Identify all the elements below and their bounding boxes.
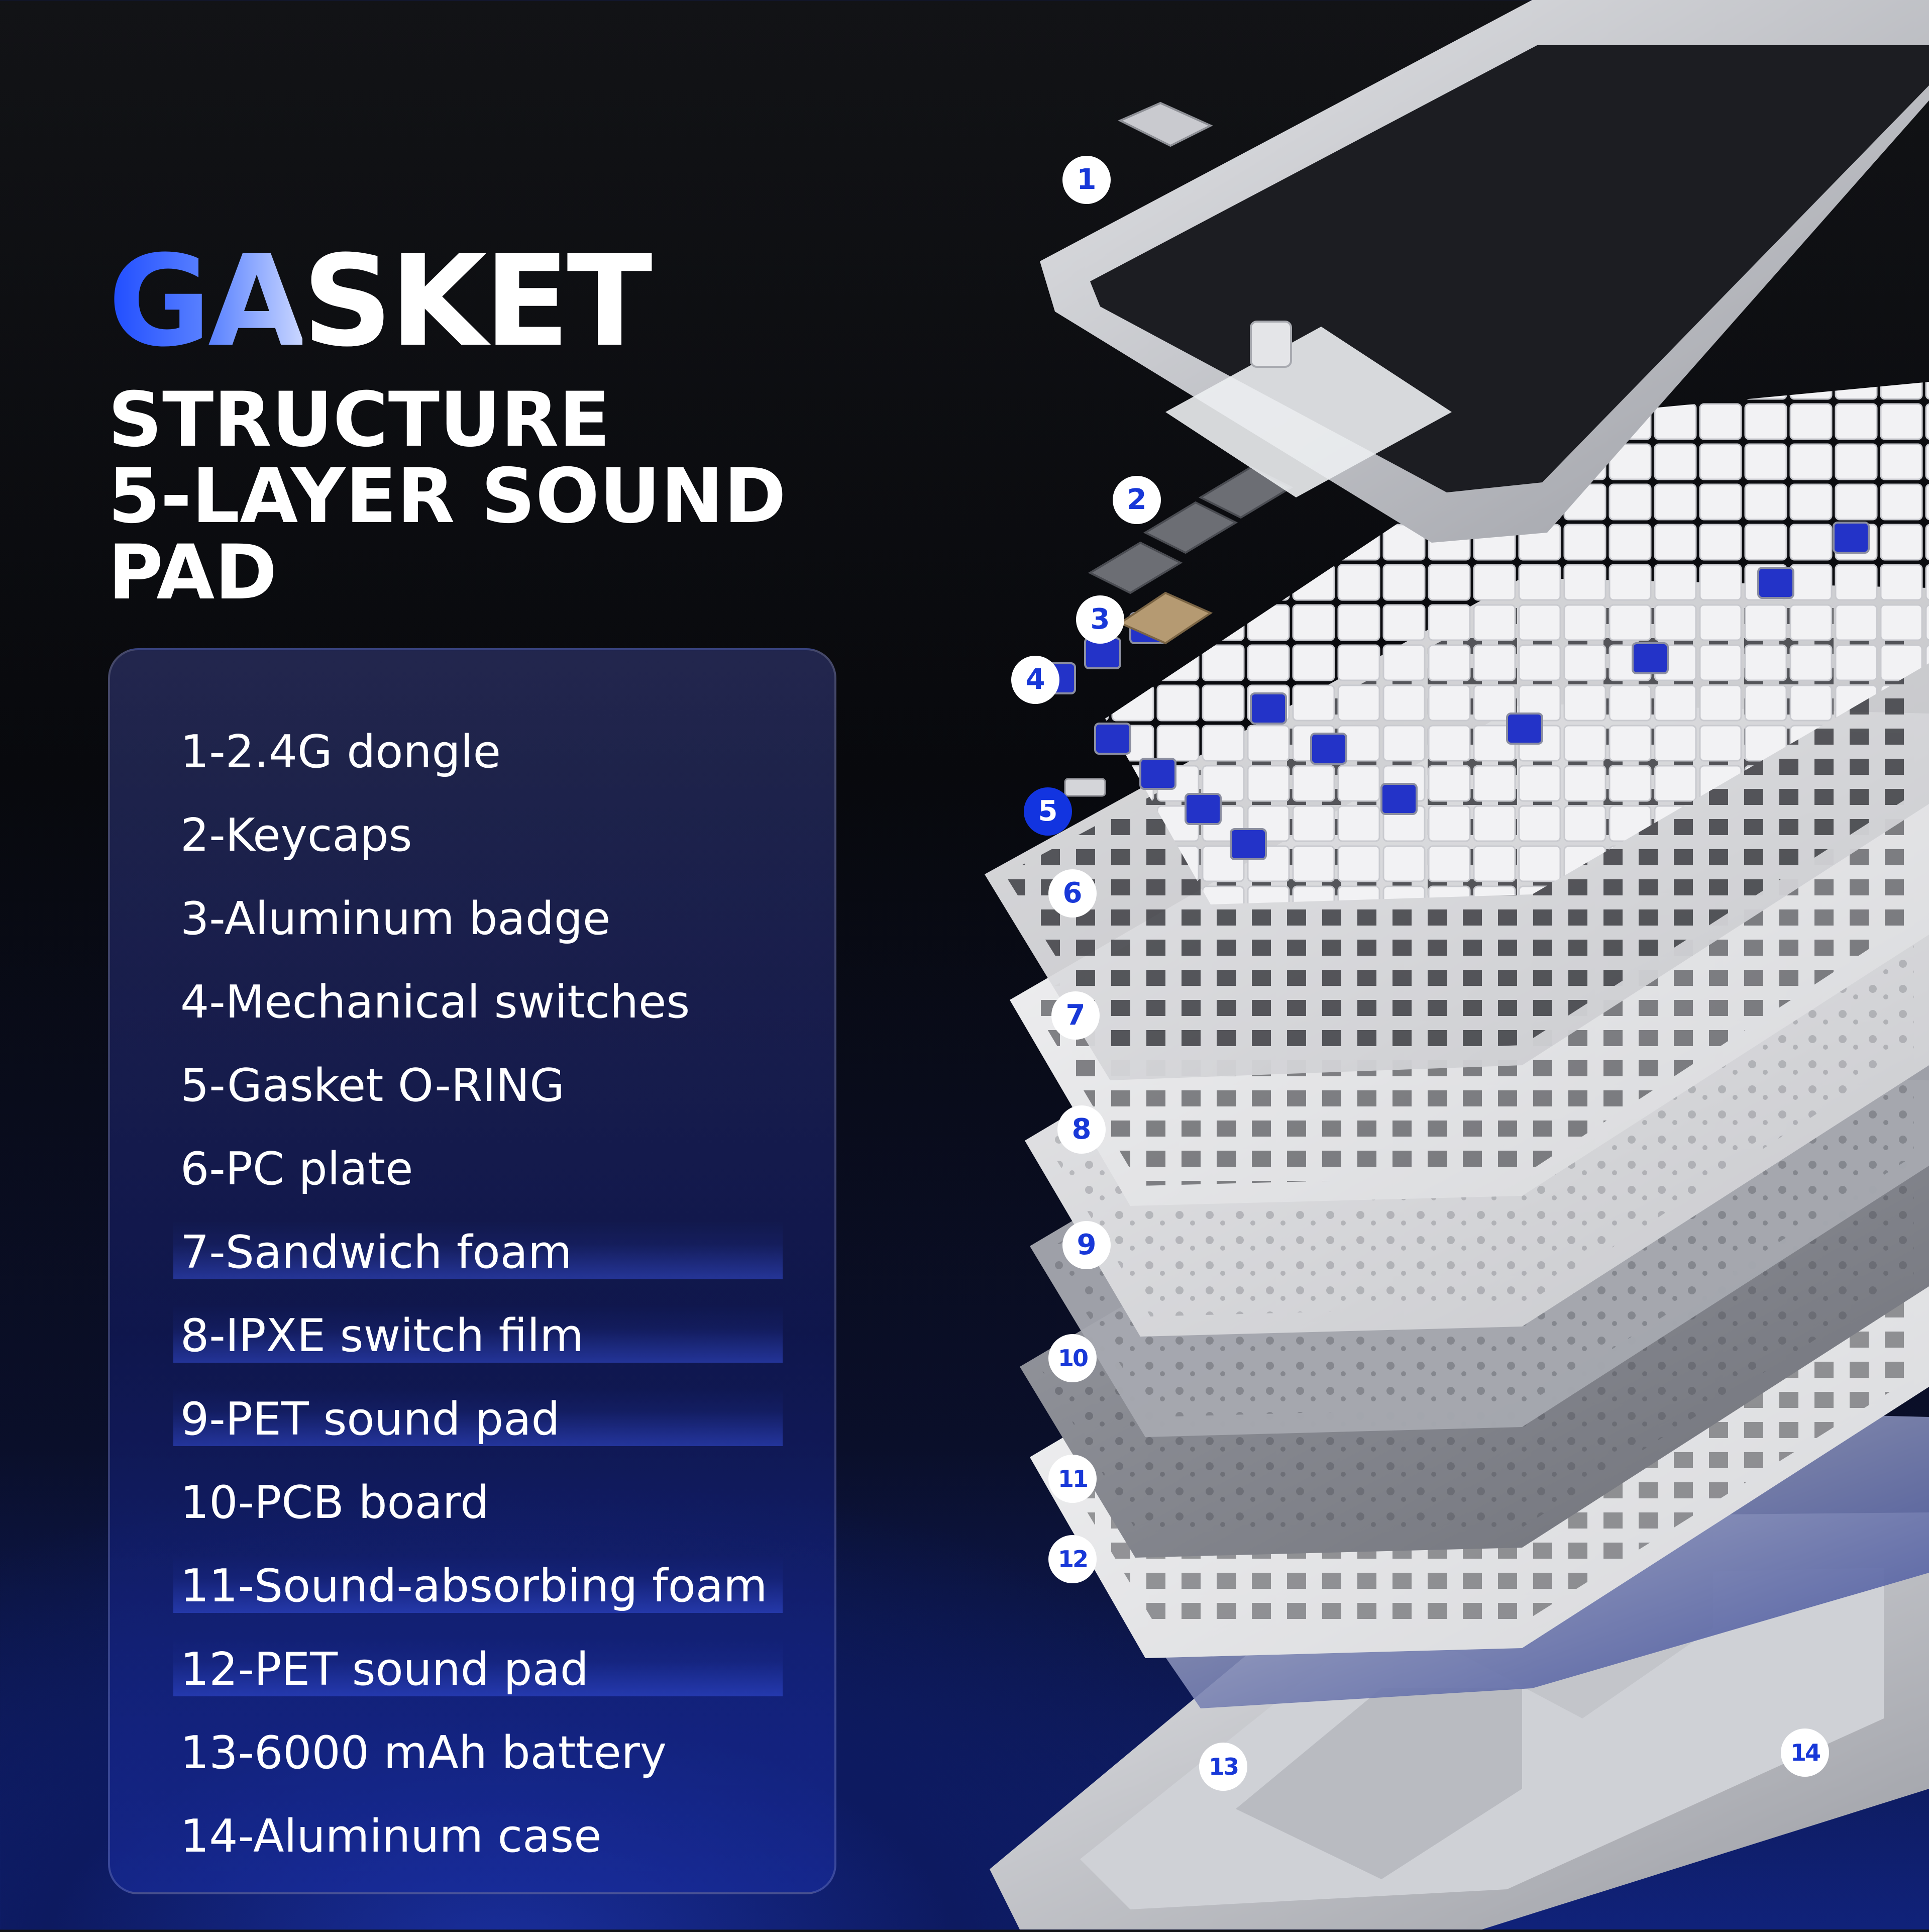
subtitle-line-3: PAD bbox=[108, 529, 277, 617]
callout-7: 7 bbox=[1051, 991, 1100, 1040]
list-item: 10-PCB board bbox=[180, 1476, 489, 1529]
subtitle: STRUCTURE 5-LAYER SOUND PAD bbox=[108, 382, 811, 611]
callout-11: 11 bbox=[1048, 1455, 1097, 1503]
dongle bbox=[1118, 101, 1213, 147]
title-rest: SKET bbox=[302, 228, 653, 374]
dongle-cap bbox=[1250, 321, 1292, 368]
list-item: 13-6000 mAh battery bbox=[180, 1726, 667, 1779]
list-item: 4-Mechanical switches bbox=[180, 976, 690, 1029]
list-item: 6-PC plate bbox=[180, 1143, 413, 1195]
callout-8: 8 bbox=[1057, 1105, 1106, 1154]
callout-10: 10 bbox=[1048, 1334, 1097, 1382]
battery bbox=[1236, 1688, 1522, 1879]
aluminum-badge bbox=[1118, 591, 1213, 645]
title: GASKET bbox=[108, 239, 653, 364]
subtitle-line-2: 5-LAYER SOUND bbox=[108, 453, 787, 540]
callout-13: 13 bbox=[1199, 1743, 1247, 1791]
callout-14: 14 bbox=[1781, 1728, 1829, 1777]
callout-5: 5 bbox=[1024, 787, 1072, 836]
list-item: 3-Aluminum badge bbox=[180, 892, 611, 945]
gasket-o-ring bbox=[1064, 778, 1106, 797]
list-item: 14-Aluminum case bbox=[180, 1810, 602, 1863]
list-item: 5-Gasket O-RING bbox=[180, 1059, 565, 1112]
list-item: 9-PET sound pad bbox=[173, 1378, 783, 1461]
callout-3: 3 bbox=[1076, 595, 1124, 644]
callout-1: 1 bbox=[1062, 156, 1111, 204]
list-item: 7-Sandwich foam bbox=[173, 1211, 783, 1294]
callout-9: 9 bbox=[1062, 1221, 1111, 1269]
parts-list: 1-2.4G dongle 2-Keycaps 3-Aluminum badge… bbox=[173, 710, 783, 1878]
keycaps-layer bbox=[1105, 382, 1929, 904]
parts-list-panel: 1-2.4G dongle 2-Keycaps 3-Aluminum badge… bbox=[108, 648, 836, 1894]
callout-6: 6 bbox=[1048, 869, 1097, 918]
list-item: 8-IPXE switch film bbox=[173, 1294, 783, 1378]
list-item: 1-2.4G dongle bbox=[180, 726, 501, 778]
exploded-keyboard-illustration bbox=[985, 0, 1929, 1929]
list-item: 12-PET sound pad bbox=[173, 1628, 783, 1711]
callout-12: 12 bbox=[1048, 1535, 1097, 1583]
subtitle-line-1: STRUCTURE bbox=[108, 376, 610, 464]
title-text: GASKET bbox=[108, 239, 653, 364]
list-item: 2-Keycaps bbox=[180, 809, 412, 862]
exploded-keyboard-diagram: 1 2 3 4 5 6 7 8 9 10 11 12 13 14 bbox=[929, 0, 1929, 1929]
callout-4: 4 bbox=[1011, 656, 1059, 704]
callout-2: 2 bbox=[1113, 476, 1161, 524]
title-highlight: GA bbox=[108, 228, 305, 374]
list-item: 11-Sound-absorbing foam bbox=[173, 1545, 783, 1628]
